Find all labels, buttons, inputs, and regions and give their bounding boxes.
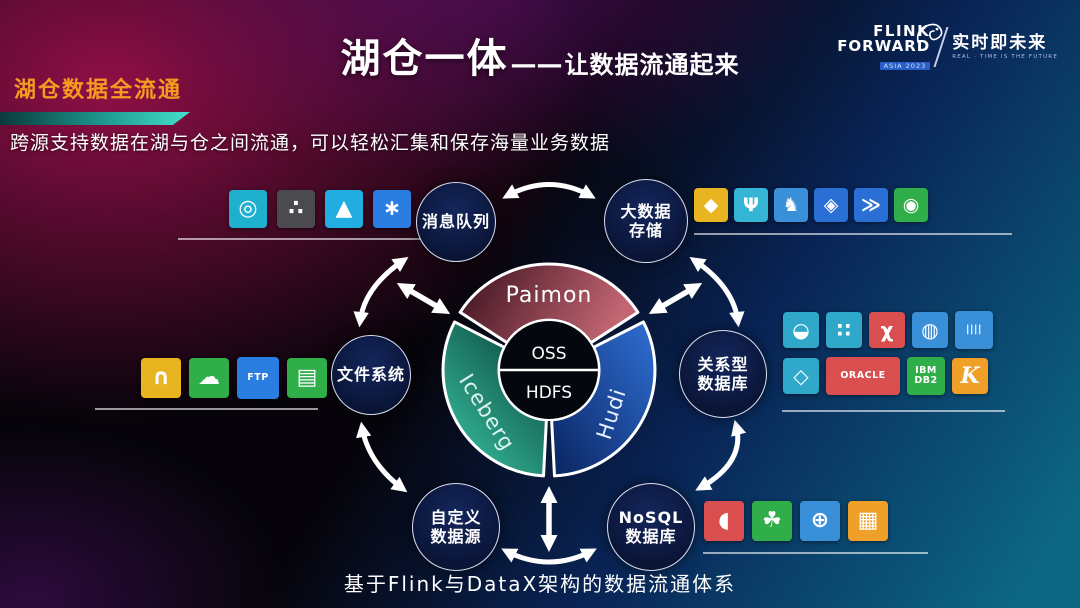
- bars-db-icon: ||||: [955, 311, 993, 349]
- arrow-custom-nosql: [501, 548, 597, 565]
- bear-db-icon: ◒: [783, 312, 819, 348]
- logo-slogan: 实时即未来: [952, 32, 1048, 53]
- node-label: 存储: [628, 221, 663, 240]
- file-system-icons: ∩☁FTP▤: [141, 357, 335, 399]
- node-label: 数据库: [697, 374, 749, 393]
- antler-db-icon: Ψ: [734, 188, 768, 222]
- flink-forward-wordmark: FLINK FORWARD ASIA 2023: [837, 22, 943, 71]
- arrow-bigdata-relational: [689, 256, 745, 328]
- ibm-db2-icon: IBM DB2: [907, 357, 945, 395]
- flink-forward-logo: FLINK FORWARD ASIA 2023 实时即未来 REAL · TIM…: [837, 22, 1058, 71]
- node-label: 消息队列: [421, 212, 490, 232]
- arrow-relational-nosql: [695, 419, 747, 491]
- impala-icon: ♞: [774, 188, 808, 222]
- kingbase-icon: K: [952, 358, 988, 394]
- hex-stack-db-icon: ▦: [848, 501, 888, 541]
- node-label: 数据源: [430, 527, 482, 546]
- gauss-hex-icon: ◇: [783, 358, 819, 394]
- lakehouse-donut: OSS HDFS Paimon Iceberg Hudi: [419, 240, 679, 500]
- node-big-data-storage: 大数据 存储: [604, 179, 688, 263]
- hub-oss-label: OSS: [532, 344, 567, 364]
- node-file-system: 文件系统: [331, 335, 411, 415]
- arrow-mq-filesystem: [353, 256, 409, 328]
- section-description: 跨源支持数据在湖与仓之间流通，可以轻松汇集和保存海量业务数据: [10, 132, 611, 154]
- page-title: 湖仓一体 —— 让数据流通起来: [0, 26, 1080, 84]
- node-label: 自定义: [430, 507, 482, 527]
- cloud-storage-icon: ☁: [189, 358, 229, 398]
- pulsar-icon: ∗: [373, 190, 411, 228]
- node-label: NoSQL: [618, 507, 684, 527]
- message-queue-icons: ◎ ∴ ▲ ∗: [229, 190, 421, 228]
- node-nosql-db: NoSQL 数据库: [607, 483, 695, 571]
- hub-hdfs-label: HDFS: [526, 383, 572, 403]
- node-relational-db: 关系型 数据库: [679, 330, 767, 418]
- kafka-icon: ∴: [277, 190, 315, 228]
- orca-db-icon: ◖: [704, 501, 744, 541]
- hive-icon: ◆: [694, 188, 728, 222]
- arrow-mq-bigdata: [502, 182, 596, 199]
- postgresql-icon: ◍: [912, 312, 948, 348]
- chevron-db-icon: ≫: [854, 188, 888, 222]
- badge-underline-bar: [0, 112, 190, 125]
- big-data-icons: ◆Ψ♞◈≫◉: [694, 188, 934, 222]
- logo-slogan-block: 实时即未来 REAL · TIME IS THE FUTURE: [952, 32, 1058, 61]
- file-server-icon: ▤: [287, 358, 327, 398]
- green-circle-db-icon: ◉: [894, 188, 928, 222]
- section-badge: 湖仓数据全流通: [14, 78, 183, 103]
- node-message-queue: 消息队列: [416, 182, 496, 262]
- title-main: 湖仓一体: [340, 36, 509, 82]
- ftp-icon: FTP: [237, 357, 279, 399]
- logo-year-tag: ASIA 2023: [879, 61, 931, 71]
- hex-cluster-icon: ∷: [826, 312, 862, 348]
- mq-lens-icon: ◎: [229, 190, 267, 228]
- oracle-icon: ORACLE: [826, 357, 900, 395]
- node-label: 大数据: [620, 201, 672, 221]
- title-subtitle: 让数据流通起来: [564, 51, 740, 79]
- diamond-db-icon: ◈: [814, 188, 848, 222]
- mongodb-icon: ☘: [752, 501, 792, 541]
- logo-line2: FORWARD: [837, 37, 931, 56]
- logo-slogan-sub: REAL · TIME IS THE FUTURE: [952, 53, 1058, 60]
- logo-line1: FLINK: [873, 22, 931, 40]
- node-custom-source: 自定义 数据源: [412, 483, 500, 571]
- hadoop-icon: ∩: [141, 358, 181, 398]
- squirrel-icon: [917, 23, 943, 43]
- bottom-caption: 基于Flink与DataX架构的数据流通体系: [343, 572, 737, 596]
- title-dash: ——: [510, 50, 563, 80]
- node-label: 关系型: [697, 354, 749, 374]
- rocketmq-icon: ▲: [325, 190, 363, 228]
- relational-icons-row1: ◒∷χ◍||||: [783, 311, 1000, 349]
- node-label: 文件系统: [336, 365, 405, 385]
- nosql-icons: ◖☘⊕▦: [704, 501, 896, 541]
- arrow-filesystem-custom: [356, 421, 408, 493]
- sqlserver-icon: χ: [869, 312, 905, 348]
- node-label: 数据库: [625, 527, 677, 546]
- paimon-label: Paimon: [506, 283, 593, 308]
- globe-db-icon: ⊕: [800, 501, 840, 541]
